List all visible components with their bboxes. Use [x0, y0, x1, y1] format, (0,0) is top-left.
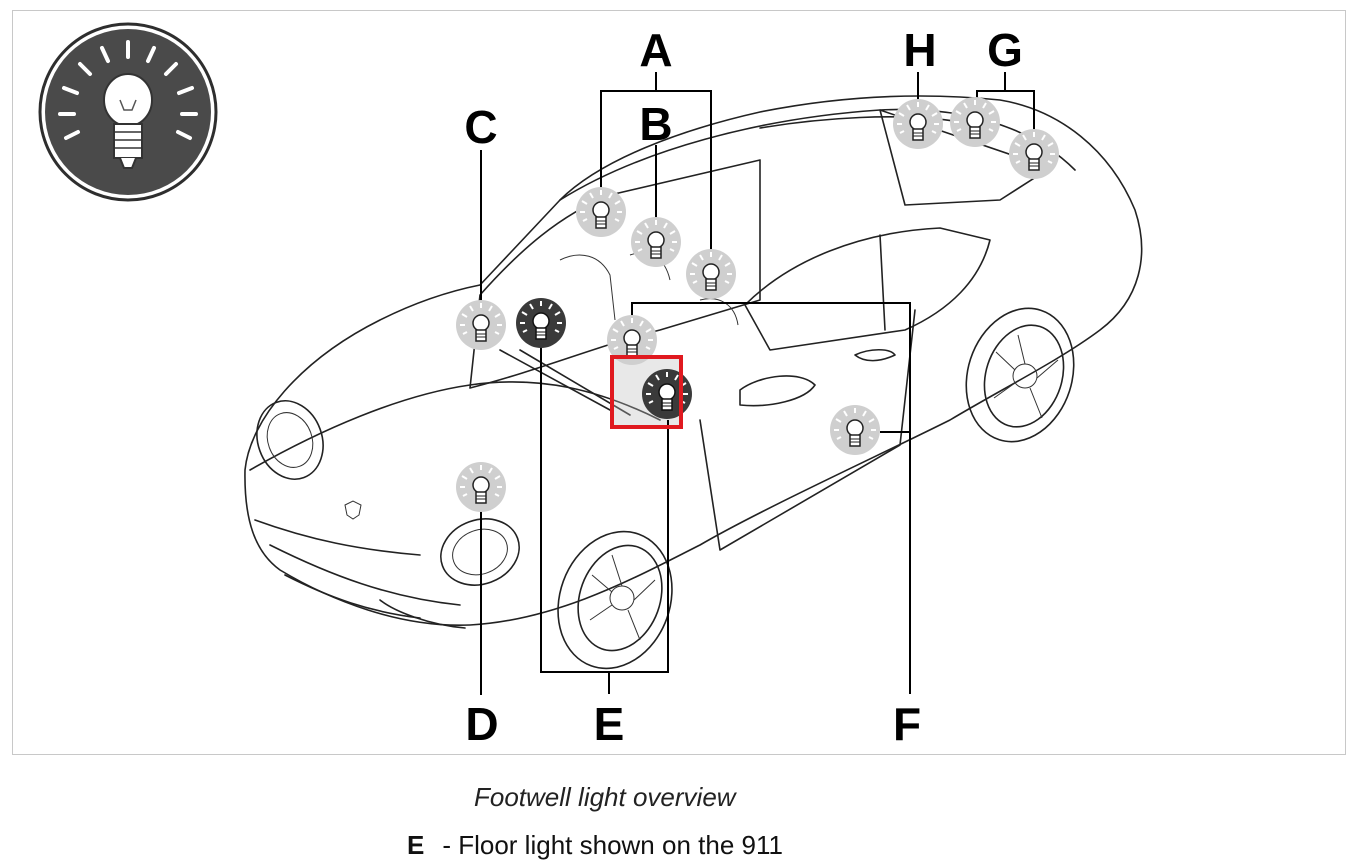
bulb-icon-e2 — [641, 368, 693, 420]
car-illustration — [244, 95, 1143, 670]
callout-b: B — [639, 98, 672, 150]
legend-text: - Floor light shown on the 911 — [442, 830, 783, 860]
callout-f: F — [893, 698, 921, 750]
light-bulb-icon — [38, 22, 218, 202]
callout-a: A — [639, 24, 672, 76]
bulb-icon-b — [630, 216, 682, 268]
legend-entry: E - Floor light shown on the 911 — [407, 830, 783, 861]
bulb-icon-f2 — [829, 404, 881, 456]
car-light-diagram: A B C D E F G H — [38, 22, 1143, 750]
bulb-icon-g1 — [949, 96, 1001, 148]
bulb-icon-e1 — [515, 297, 567, 349]
callout-c: C — [464, 101, 497, 153]
figure-caption: Footwell light overview — [474, 782, 736, 812]
leader-lines — [480, 72, 1035, 695]
callout-h: H — [903, 24, 936, 76]
bulb-markers — [455, 96, 1060, 513]
diagram-frame — [12, 10, 1346, 755]
callout-g: G — [987, 24, 1023, 76]
highlight-box — [610, 355, 683, 429]
bulb-icon-a2 — [685, 248, 737, 300]
bulb-icon-a1 — [575, 186, 627, 238]
callout-d: D — [465, 698, 498, 750]
callout-e: E — [594, 698, 625, 750]
bulb-icon-d — [455, 461, 507, 513]
bulb-icon-g2 — [1008, 128, 1060, 180]
bulb-icon-c — [455, 299, 507, 351]
legend-key: E — [407, 830, 425, 860]
bulb-icon-h — [892, 98, 944, 150]
